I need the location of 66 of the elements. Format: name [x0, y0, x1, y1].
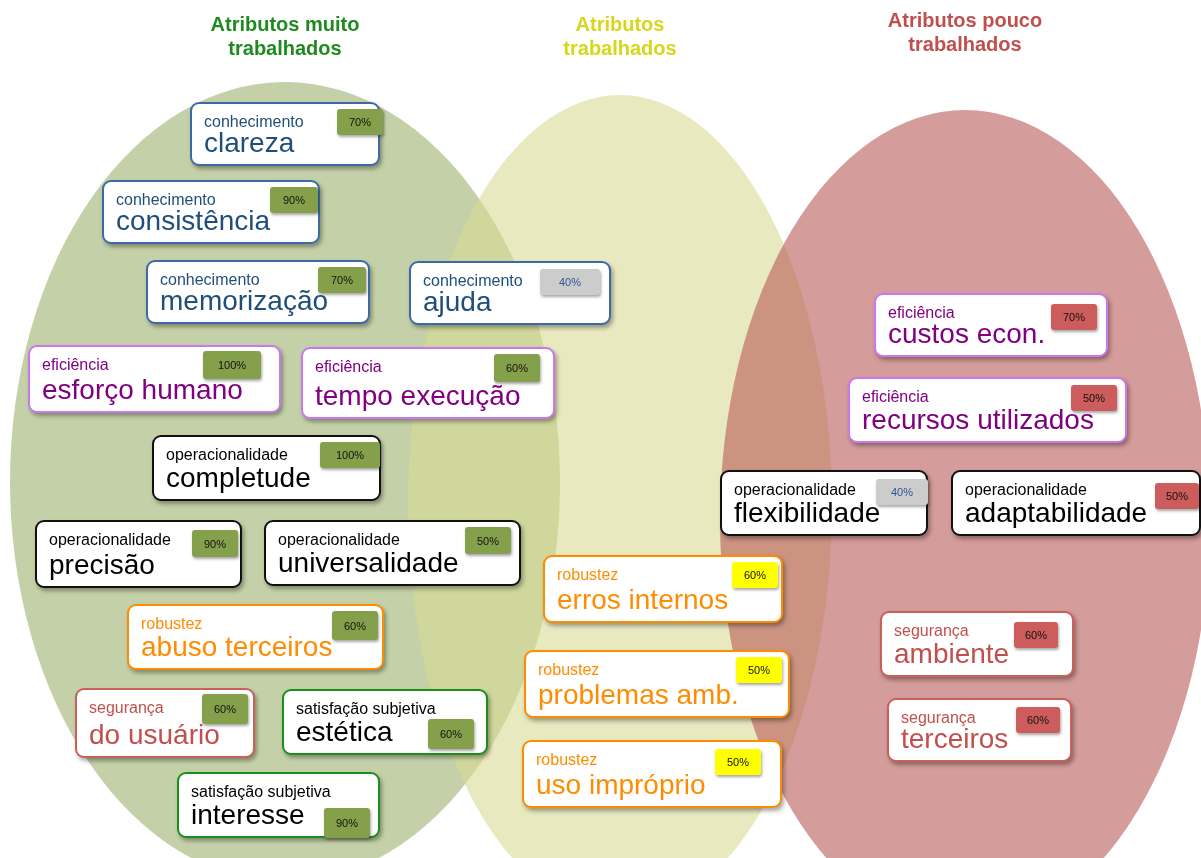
percentage-badge: 70%	[318, 267, 366, 293]
attribute-card	[177, 772, 380, 838]
percentage-badge: 60%	[494, 354, 540, 382]
percentage-badge: 50%	[465, 527, 511, 554]
percentage-badge: 90%	[270, 187, 318, 213]
category-label: robustez	[141, 615, 203, 633]
category-label: eficiência	[42, 356, 109, 374]
percentage-badge: 60%	[332, 611, 378, 640]
attribute-name: completude	[166, 462, 311, 494]
attribute-card	[887, 698, 1072, 762]
category-label: operacionalidade	[49, 531, 171, 549]
category-label: robustez	[557, 566, 619, 584]
attribute-name: uso impróprio	[536, 769, 706, 801]
percentage-badge: 40%	[876, 479, 928, 505]
group-heading: Atributos pouco trabalhados	[886, 8, 1044, 56]
category-label: operacionalidade	[166, 446, 288, 464]
attribute-name: precisão	[49, 549, 155, 581]
attribute-name: erros internos	[557, 584, 729, 616]
attribute-name: adaptabilidade	[965, 497, 1148, 529]
percentage-badge: 50%	[1155, 483, 1199, 509]
attribute-name: abuso terceiros	[141, 631, 333, 663]
category-label: robustez	[538, 661, 600, 679]
attribute-card	[152, 435, 381, 501]
percentage-badge: 60%	[1016, 707, 1060, 733]
category-label: satisfação subjetiva	[296, 700, 436, 718]
attribute-name: ambiente	[894, 638, 1010, 670]
percentage-badge: 60%	[202, 694, 248, 724]
category-label: operacionalidade	[734, 481, 856, 499]
percentage-badge: 100%	[320, 442, 380, 468]
percentage-badge: 90%	[324, 808, 370, 838]
attribute-card	[28, 345, 281, 413]
category-label: eficiência	[315, 358, 382, 376]
category-label: segurança	[89, 699, 164, 717]
attribute-card	[880, 611, 1074, 677]
percentage-badge: 60%	[732, 562, 778, 588]
percentage-badge: 70%	[337, 109, 383, 135]
percentage-badge: 60%	[428, 719, 474, 749]
category-label: operacionalidade	[965, 481, 1087, 499]
category-label: robustez	[536, 751, 598, 769]
category-label: segurança	[901, 709, 976, 727]
attribute-name: estética	[296, 716, 393, 748]
category-label: satisfação subjetiva	[191, 783, 331, 801]
percentage-badge: 100%	[203, 351, 261, 379]
percentage-badge: 90%	[192, 530, 238, 557]
percentage-badge: 50%	[736, 657, 782, 683]
percentage-badge: 50%	[1071, 385, 1117, 411]
attribute-card	[102, 180, 320, 244]
attribute-name: tempo execução	[315, 380, 521, 412]
attribute-name: universalidade	[278, 547, 459, 579]
attribute-card	[951, 470, 1201, 536]
group-heading: Atributos trabalhados	[562, 12, 678, 60]
percentage-badge: 60%	[1014, 622, 1058, 648]
percentage-badge: 40%	[540, 269, 600, 295]
attribute-name: problemas amb.	[538, 679, 739, 711]
category-label: segurança	[894, 622, 969, 640]
category-label: eficiência	[862, 388, 929, 406]
percentage-badge: 70%	[1051, 304, 1097, 330]
percentage-badge: 50%	[715, 749, 761, 775]
category-label: operacionalidade	[278, 531, 400, 549]
attribute-card	[190, 102, 380, 166]
attribute-card	[75, 688, 255, 758]
group-heading: Atributos muito trabalhados	[209, 12, 361, 60]
attribute-name: interesse	[191, 799, 305, 831]
attribute-card	[146, 260, 370, 324]
attribute-card	[127, 604, 384, 670]
attribute-card	[35, 520, 242, 588]
